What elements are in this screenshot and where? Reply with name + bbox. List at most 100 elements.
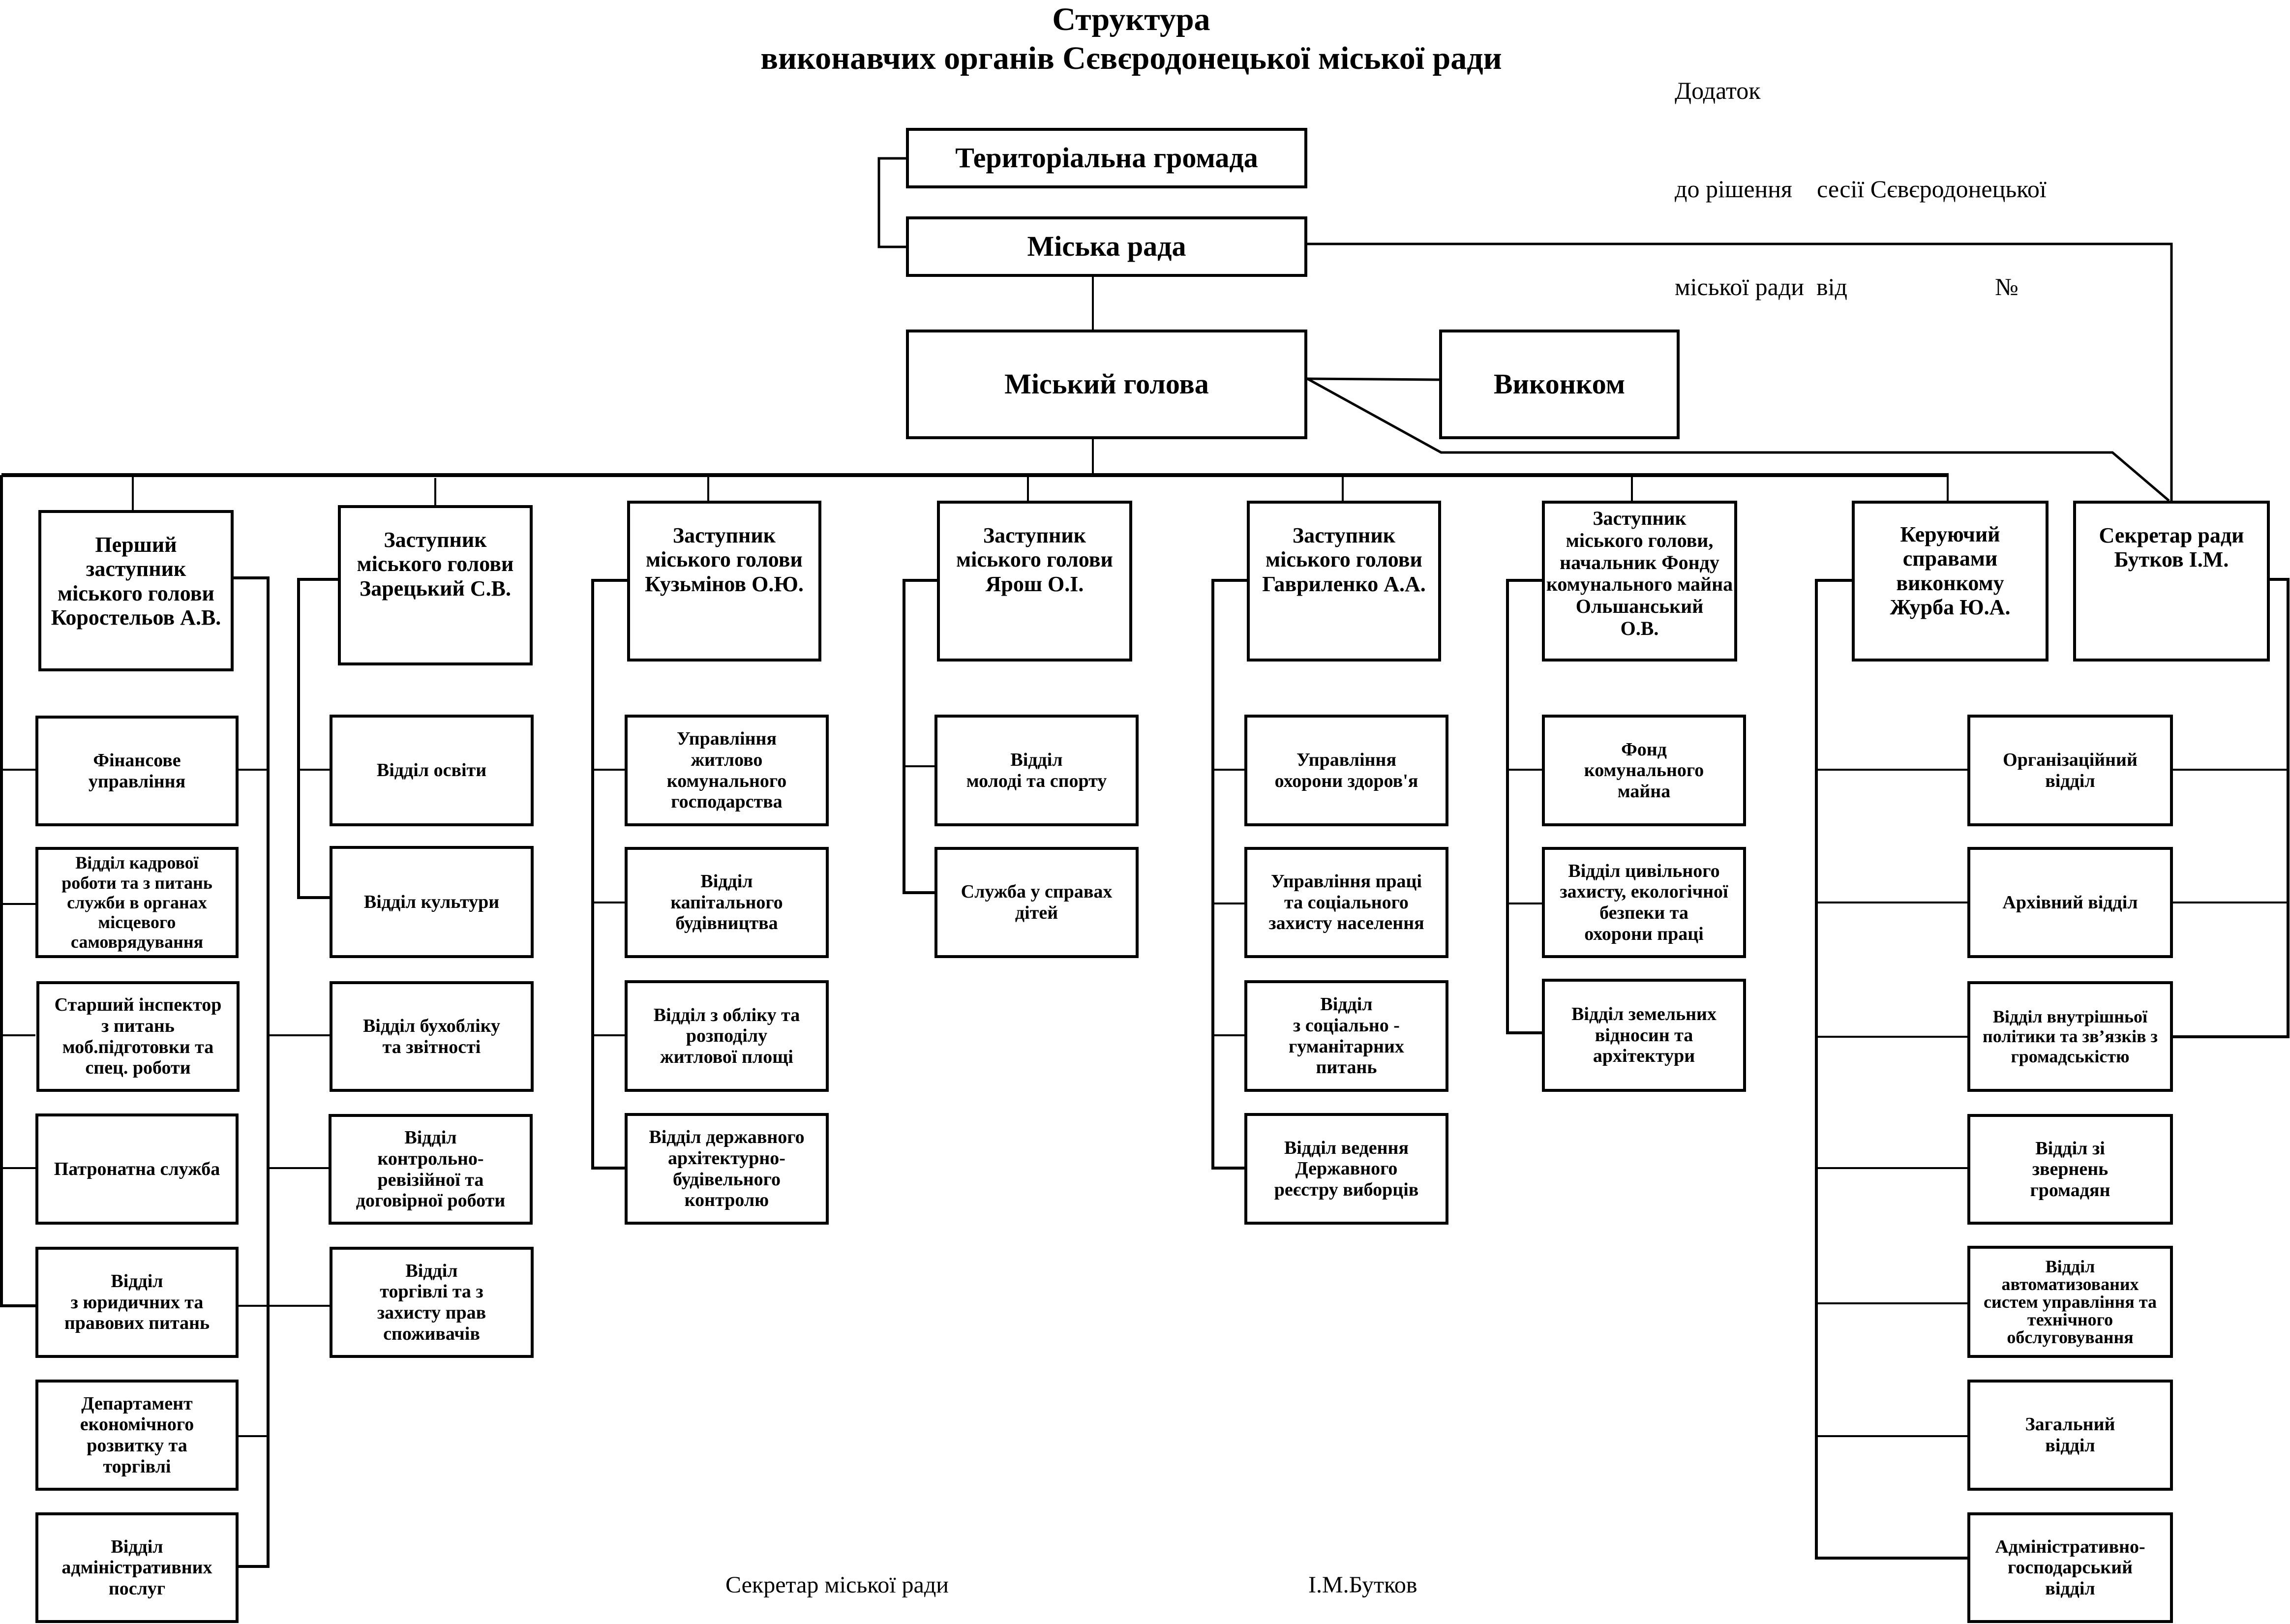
dept-box: Відділ автоматизованих систем управління… — [1967, 1246, 2173, 1358]
head-olshanskyi: Заступник міського голови, начальник Фон… — [1542, 501, 1737, 662]
dept-label: Адміністративно- господарський відділ — [1995, 1536, 2145, 1599]
dept-label: Відділ кадрової роботи та з питань служб… — [61, 853, 212, 952]
dept-label: Відділ освіти — [376, 760, 487, 781]
dept-box: Відділ земельних відносин та архітектури — [1542, 979, 1746, 1092]
dept-box: Відділ з обліку та розподілу житлової пл… — [625, 980, 829, 1092]
dept-label: Відділ цивільного захисту, екологічної б… — [1560, 860, 1728, 944]
dept-box: Управління житлово комунального господар… — [625, 715, 829, 826]
head-secretary: Секретар ради Бутков І.М. — [2073, 501, 2270, 662]
dept-label: Управління охорони здоров'я — [1274, 749, 1418, 791]
title-line-1: Структура — [1052, 1, 1210, 37]
head-first-deputy: Перший заступник міського голови Коросте… — [38, 510, 234, 671]
head-label: Заступник міського голови Ярош О.І. — [956, 523, 1113, 596]
dept-label: Відділ молоді та спорту — [966, 749, 1107, 791]
dept-label: Відділ внутрішньої політики та зв’язків … — [1983, 1007, 2158, 1066]
connector-mayor-executive — [1307, 377, 1440, 381]
dept-label: Відділ зі звернень громадян — [2030, 1138, 2110, 1201]
dept-label: Відділ державного архітектурно- будівель… — [649, 1127, 805, 1211]
dept-label: Фонд комунального майна — [1584, 739, 1704, 802]
head-label: Заступник міського голови Гавриленко А.А… — [1262, 523, 1426, 596]
head-kuzminov: Заступник міського голови Кузьмінов О.Ю. — [627, 501, 821, 662]
box-executive-committee: Виконком — [1439, 330, 1680, 439]
footer-signature-name: І.М.Бутков — [1308, 1572, 1417, 1598]
head-label: Заступник міського голови, начальник Фон… — [1546, 507, 1733, 639]
bus-first-deputy-right — [234, 576, 270, 1568]
dept-box: Відділ освіти — [330, 715, 534, 826]
dept-label: Відділ капітального будівництва — [670, 871, 783, 934]
bus-yarosh — [903, 579, 937, 894]
dept-box: Відділ капітального будівництва — [625, 847, 829, 958]
dept-box: Відділ ведення Державного реєстру виборц… — [1244, 1113, 1448, 1225]
head-label: Перший заступник міського голови Коросте… — [51, 533, 221, 630]
dept-label: Управління житлово комунального господар… — [666, 728, 787, 812]
appendix-line-2: до рішення сесії Сєвєродонецької — [1675, 175, 2047, 203]
box-label: Міський голова — [1004, 368, 1209, 400]
bus-olshanskyi — [1506, 579, 1542, 1034]
dept-box: Відділ адміністративних послуг — [35, 1512, 239, 1623]
appendix-line-3: міської ради від № — [1675, 273, 2019, 301]
dept-label: Відділ автоматизованих систем управління… — [1984, 1257, 2157, 1347]
dept-box: Відділ бухобліку та звітності — [330, 981, 534, 1092]
head-label: Керуючий справами виконкому Журба Ю.А. — [1890, 522, 2011, 619]
box-label: Виконком — [1493, 368, 1626, 400]
dept-box: Фінансове управління — [35, 716, 239, 826]
dept-label: Відділ з юридичних та правових питань — [64, 1271, 210, 1334]
dept-label: Відділ бухобліку та звітності — [362, 1015, 501, 1057]
dept-label: Організаційний відділ — [2003, 749, 2138, 791]
dept-box: Відділ цивільного захисту, екологічної б… — [1542, 847, 1746, 958]
dept-box: Відділ зі звернень громадян — [1967, 1114, 2173, 1225]
dept-label: Відділ земельних відносин та архітектури — [1571, 1004, 1717, 1067]
appendix-line-1: Додаток — [1675, 77, 1761, 104]
head-havrylenko: Заступник міського голови Гавриленко А.А… — [1247, 501, 1441, 662]
appendix-note: Додаток до рішення сесії Сєвєродонецької… — [1675, 9, 2047, 336]
bus-kuzminov — [591, 579, 627, 1170]
dept-box: Патронатна служба — [35, 1113, 239, 1225]
dept-label: Відділ з соціально - гуманітарних питань — [1289, 994, 1404, 1078]
dept-label: Відділ з обліку та розподілу житлової пл… — [653, 1004, 800, 1067]
bus-zhurba — [1815, 579, 1967, 1560]
dept-label: Управління праці та соціального захисту … — [1268, 871, 1424, 934]
dept-label: Служба у справах дітей — [961, 881, 1113, 923]
dept-box: Адміністративно- господарський відділ — [1967, 1512, 2173, 1623]
dept-box: Організаційний відділ — [1967, 715, 2173, 826]
box-city-council: Міська рада — [906, 216, 1307, 277]
dept-box: Департамент економічного розвитку та тор… — [35, 1380, 239, 1491]
head-label: Секретар ради Бутков І.М. — [2099, 523, 2244, 572]
box-label: Територіальна громада — [955, 142, 1258, 174]
head-label: Заступник міського голови Кузьмінов О.Ю. — [645, 523, 804, 596]
head-zaretsky: Заступник міського голови Зарецький С.В. — [338, 505, 533, 665]
dept-box: Управління охорони здоров'я — [1244, 715, 1448, 826]
dept-label: Фінансове управління — [88, 750, 186, 792]
dept-box: Відділ контрольно- ревізійної та договір… — [329, 1114, 533, 1225]
dept-box: Архівний відділ — [1967, 847, 2173, 958]
dept-box: Відділ з соціально - гуманітарних питань — [1244, 980, 1448, 1092]
dept-box: Відділ молоді та спорту — [934, 715, 1139, 826]
dept-box: Відділ кадрової роботи та з питань служб… — [35, 847, 239, 958]
dept-box: Відділ внутрішньої політики та зв’язків … — [1967, 981, 2173, 1092]
head-yarosh: Заступник міського голови Ярош О.І. — [937, 501, 1132, 662]
connector-mayor-secretary — [1306, 377, 2170, 502]
bus-secretary — [2171, 578, 2290, 1038]
box-mayor: Міський голова — [906, 330, 1307, 439]
document-title: Структура виконавчих органів Сєвєродонец… — [639, 0, 1623, 78]
dept-label: Відділ ведення Державного реєстру виборц… — [1274, 1137, 1419, 1200]
dept-box: Служба у справах дітей — [934, 847, 1139, 958]
footer-signature-title: Секретар міської ради — [725, 1572, 949, 1598]
dept-box: Фонд комунального майна — [1542, 715, 1746, 826]
head-zhurba: Керуючий справами виконкому Журба Ю.А. — [1852, 501, 2049, 662]
dept-box: Старший інспектор з питань моб.підготовк… — [36, 981, 240, 1092]
dept-label: Патронатна служба — [54, 1158, 220, 1179]
dept-label: Відділ культури — [363, 891, 500, 912]
dept-box: Відділ з юридичних та правових питань — [35, 1247, 239, 1358]
dept-label: Загальний відділ — [2025, 1414, 2115, 1456]
head-label: Заступник міського голови Зарецький С.В. — [357, 528, 514, 601]
connector-community-council — [877, 157, 906, 248]
box-label: Міська рада — [1027, 230, 1186, 263]
dept-label: Відділ контрольно- ревізійної та договір… — [356, 1127, 506, 1211]
dept-box: Управління праці та соціального захисту … — [1244, 847, 1448, 958]
dept-label: Відділ адміністративних послуг — [61, 1536, 212, 1599]
connector-council-secretary — [1307, 242, 2173, 501]
bus-zaretsky — [297, 578, 338, 899]
dept-label: Департамент економічного розвитку та тор… — [80, 1393, 194, 1477]
